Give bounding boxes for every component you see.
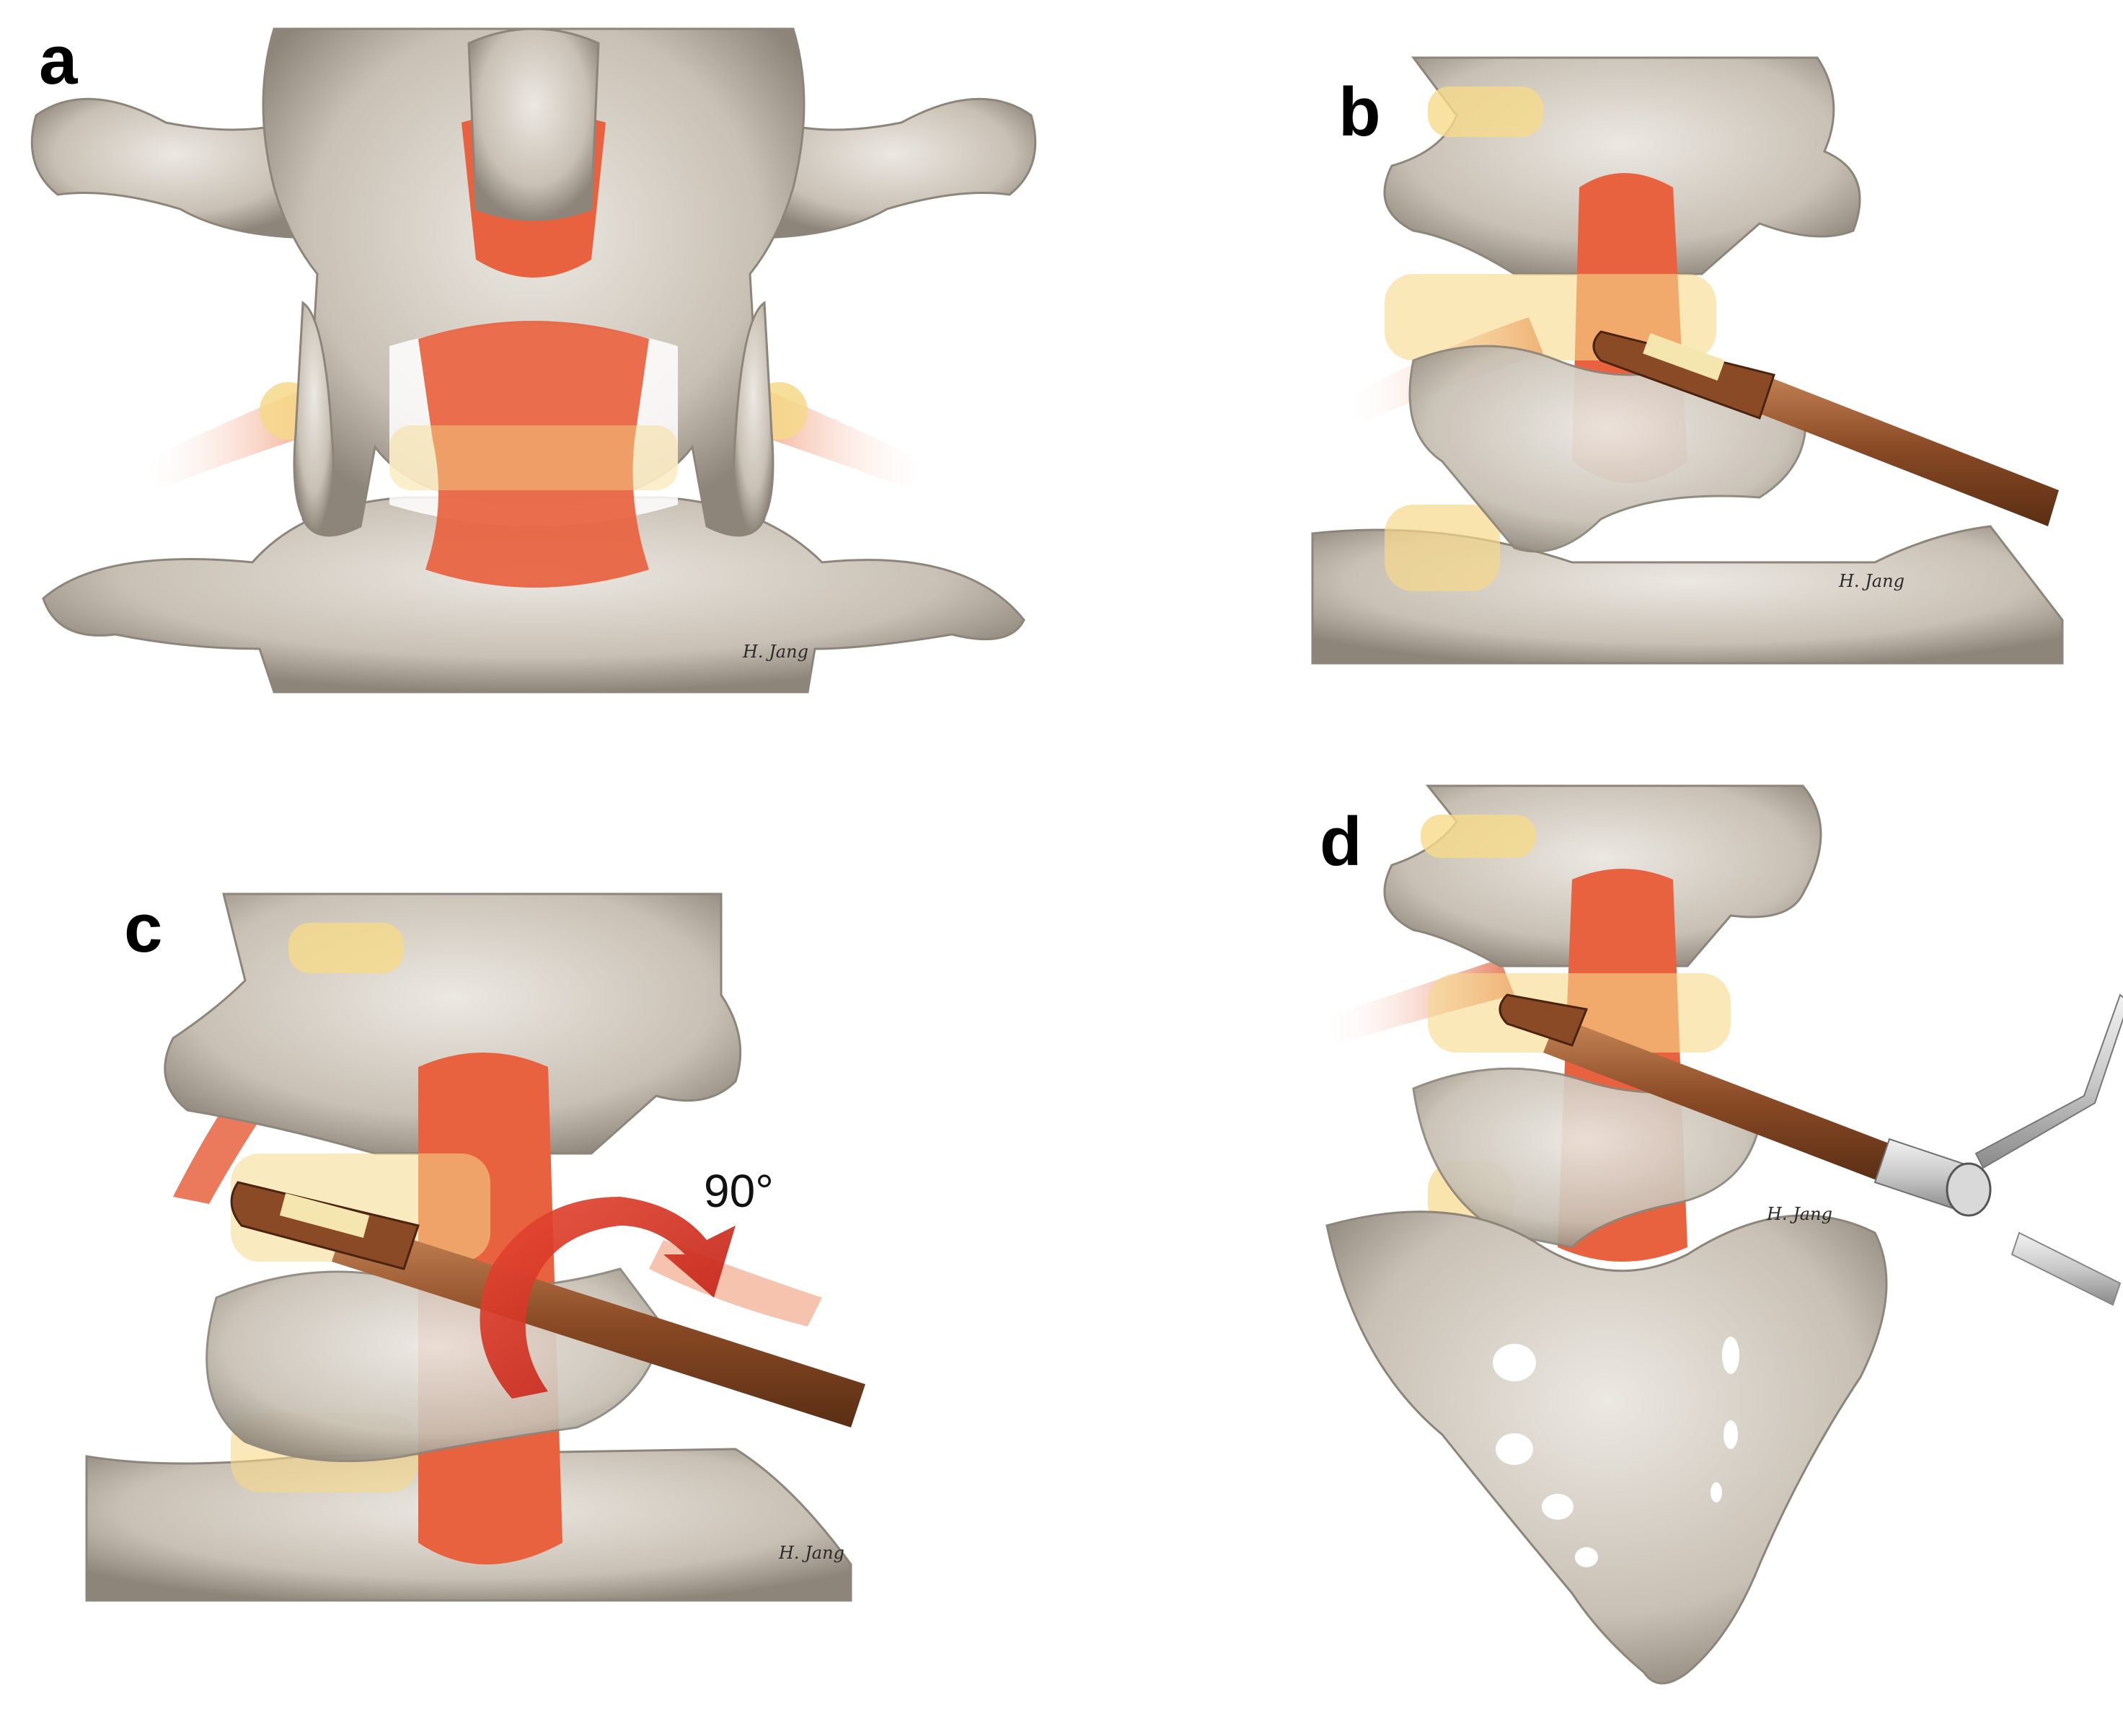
panel-c-illustration xyxy=(85,893,865,1602)
panel-label-b: b xyxy=(1338,74,1381,151)
instrument-tip xyxy=(1499,993,1589,1047)
instrument-window xyxy=(279,1193,370,1238)
panel-a: a H. Jang xyxy=(0,0,1067,707)
rotation-arrow xyxy=(480,1197,736,1399)
sacral-foramen-2 xyxy=(1496,1433,1533,1465)
facet-left xyxy=(293,301,335,535)
sacral-foramen-7 xyxy=(1711,1482,1722,1502)
rotation-angle-label: 90° xyxy=(704,1165,774,1217)
sacral-foramen-6 xyxy=(1723,1420,1738,1449)
panel-label-c: c xyxy=(124,890,163,967)
transverse-process-left xyxy=(30,97,319,239)
panel-b: b H. Jang xyxy=(1298,56,2106,678)
signature-c: H. Jang xyxy=(779,1543,844,1563)
disc-upper xyxy=(1421,815,1536,858)
middle-vertebra xyxy=(206,1267,665,1463)
sacral-foramen-3 xyxy=(1542,1494,1574,1520)
endoscope-lens xyxy=(1946,1162,1992,1217)
sacral-foramen-1 xyxy=(1493,1344,1536,1381)
signature-d: H. Jang xyxy=(1767,1204,1832,1224)
endoscope-handle xyxy=(1974,993,2123,1169)
instrument-tip xyxy=(1592,330,1775,420)
panel-c: c 90° H. Jang xyxy=(85,890,937,1615)
transverse-process-right xyxy=(749,97,1037,239)
spinous-process xyxy=(467,27,600,221)
disc-upper xyxy=(288,923,404,973)
instrument-shaft xyxy=(332,1218,865,1427)
panel-d: d H. Jang xyxy=(1284,784,2123,1723)
disc-lower xyxy=(1385,505,1500,591)
signature-b: H. Jang xyxy=(1839,571,1904,591)
panel-b-illustration xyxy=(1311,56,2064,665)
panel-label-d: d xyxy=(1320,803,1362,880)
instrument-shaft xyxy=(1734,368,2059,526)
panel-d-illustration xyxy=(1325,784,2123,1685)
dural-sac-lower xyxy=(418,321,649,588)
panel-a-illustration xyxy=(30,27,1037,694)
disc-center xyxy=(389,425,678,490)
instrument-window xyxy=(1643,333,1725,381)
sacral-foramen-4 xyxy=(1575,1547,1598,1567)
disc-upper xyxy=(1428,87,1543,137)
sacrum xyxy=(1325,1210,1888,1685)
instrument-shaft xyxy=(1543,1017,1897,1182)
instrument-rod xyxy=(2011,1231,2122,1306)
sacral-foramen-5 xyxy=(1722,1337,1739,1374)
panel-label-a: a xyxy=(39,22,78,99)
facet-right xyxy=(733,301,774,535)
signature-a: H. Jang xyxy=(743,642,808,662)
nerve-root-right xyxy=(649,1240,822,1327)
middle-vertebra xyxy=(1412,1067,1761,1249)
lower-vertebra xyxy=(42,496,1025,694)
